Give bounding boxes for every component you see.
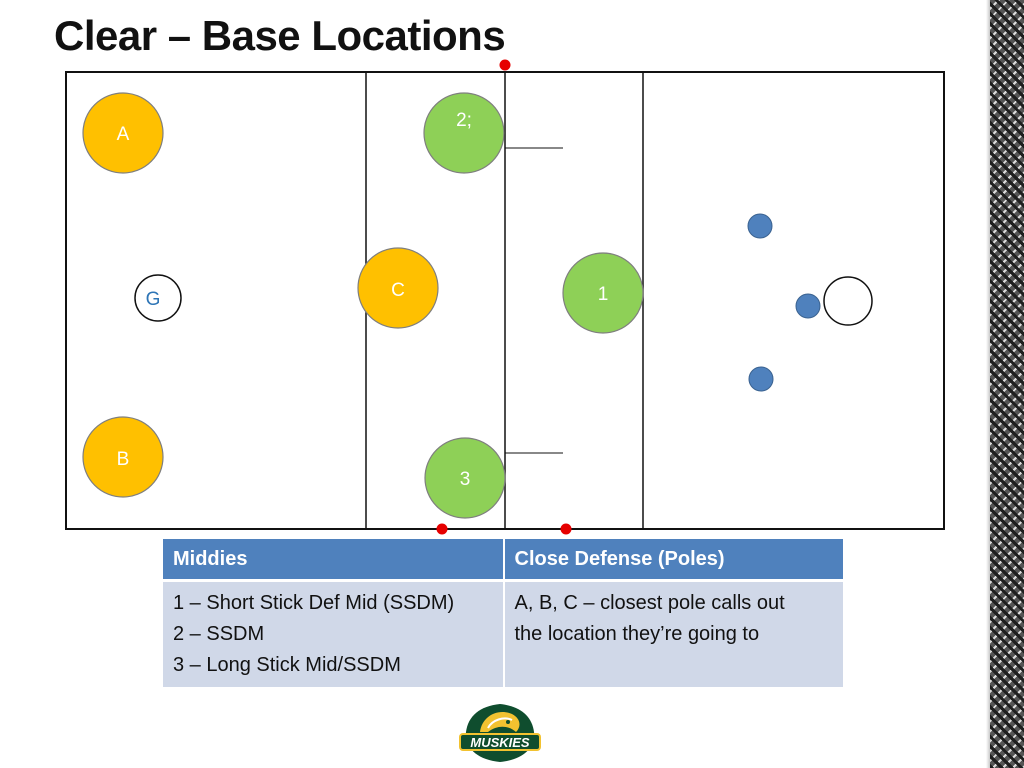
red-marker-top: [499, 59, 511, 71]
opponent-dot-middle: [795, 293, 821, 319]
table-row: 1 – Short Stick Def Mid (SSDM) 2 – SSDM …: [163, 579, 845, 687]
opponent-dot-bottom: [748, 366, 774, 392]
goalie-circle: [134, 274, 182, 322]
middie-line-1: 1 – Short Stick Def Mid (SSDM): [173, 592, 455, 614]
lacrosse-field-diagram: A B C 2; 1 3 G: [65, 59, 945, 535]
player-b-label: B: [117, 449, 130, 470]
player-a-label: A: [117, 124, 130, 145]
close-defense-cell: A, B, C – closest pole calls out the loc…: [503, 579, 845, 687]
close-defense-header: Close Defense (Poles): [503, 539, 845, 581]
player-a-circle: [82, 92, 164, 174]
decorative-side-stripe: [990, 0, 1024, 768]
player-1-circle: [562, 252, 644, 334]
middie-line-2: 2 – SSDM: [173, 623, 265, 645]
muskies-logo: MUSKIES: [459, 704, 541, 762]
red-marker-bottom-right: [560, 523, 572, 535]
player-1-label: 1: [598, 284, 609, 305]
roles-table: Middies Close Defense (Poles) 1 – Short …: [163, 539, 845, 687]
goalie-label: G: [146, 289, 161, 310]
player-2-circle: [423, 92, 505, 174]
logo-wordmark: MUSKIES: [470, 735, 530, 750]
middies-header: Middies: [163, 539, 505, 581]
opponent-goal-crease: [823, 276, 873, 326]
player-c-circle: [357, 247, 439, 329]
middie-line-3: 3 – Long Stick Mid/SSDM: [173, 654, 401, 676]
player-b-circle: [82, 416, 164, 498]
slide-edge-shadow: [986, 0, 990, 768]
slide-title: Clear – Base Locations: [54, 12, 506, 59]
player-3-circle: [424, 437, 506, 519]
player-3-label: 3: [460, 469, 471, 490]
defense-line-1: A, B, C – closest pole calls out: [514, 592, 785, 614]
red-marker-bottom-left: [436, 523, 448, 535]
defense-line-2: the location they’re going to: [514, 623, 760, 645]
player-2-label: 2;: [456, 110, 472, 131]
table-header-row: Middies Close Defense (Poles): [163, 539, 845, 581]
player-c-label: C: [391, 280, 405, 301]
opponent-dot-top: [747, 213, 773, 239]
middies-cell: 1 – Short Stick Def Mid (SSDM) 2 – SSDM …: [163, 579, 505, 687]
